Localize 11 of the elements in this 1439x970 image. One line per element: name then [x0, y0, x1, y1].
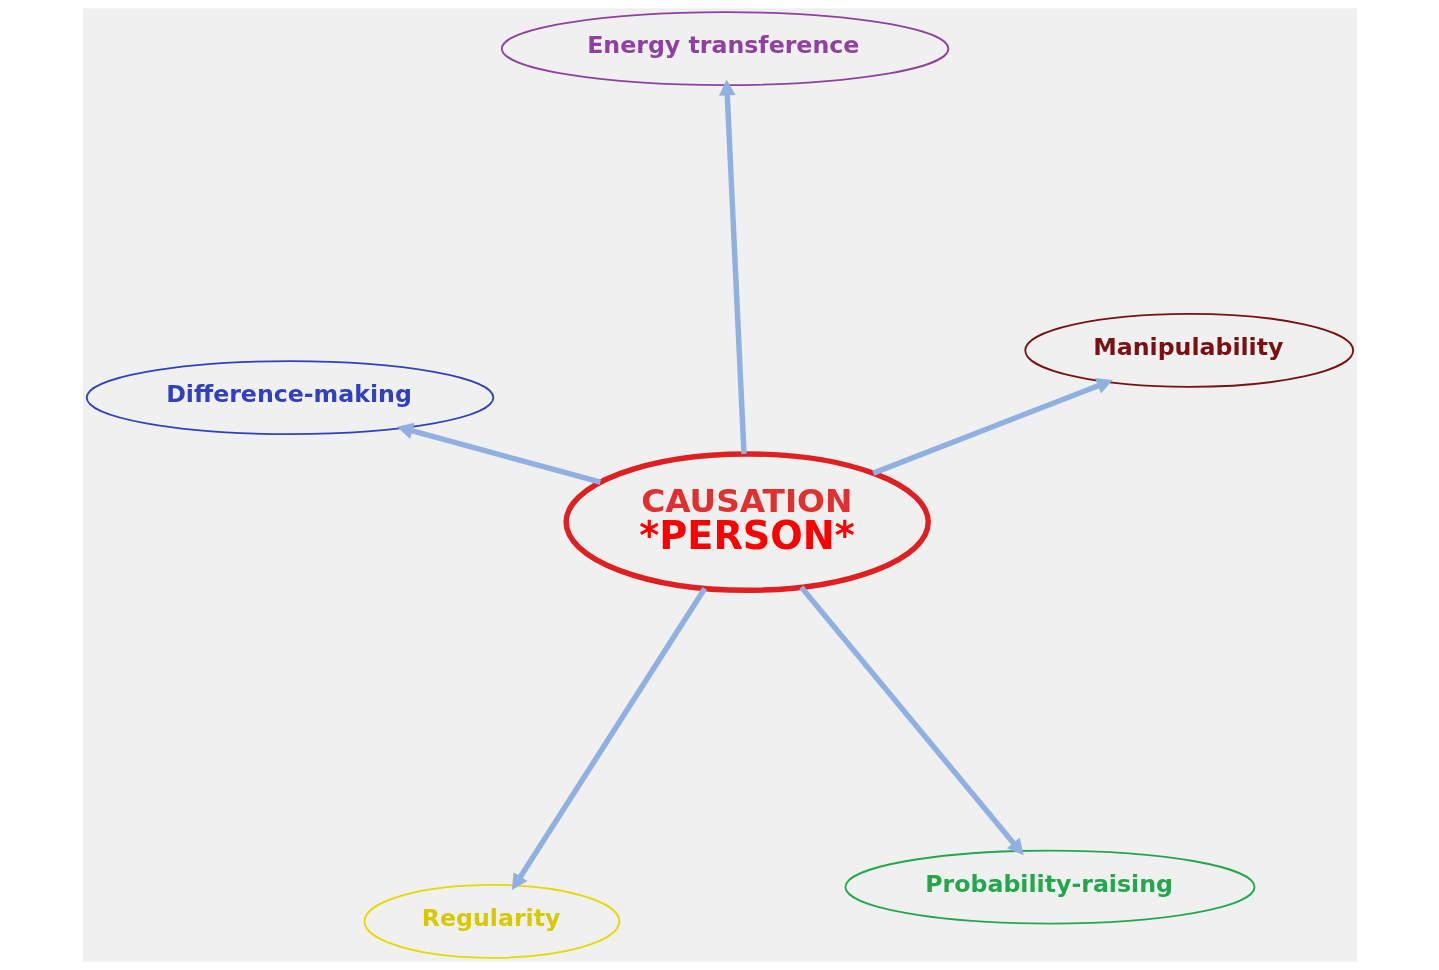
node-ellipse: Difference-making: [85, 360, 494, 436]
node-ellipse: Energy transference: [500, 11, 949, 87]
node-ellipse: Regularity: [363, 883, 620, 959]
node-ellipse: CAUSATION *PERSON*: [562, 451, 931, 594]
arrow: [798, 585, 1024, 856]
node-ellipse: Manipulability: [1023, 312, 1354, 388]
arrow: [718, 79, 747, 454]
arrow: [511, 587, 707, 890]
node-ellipse: Probability-raising: [844, 849, 1255, 925]
arrow: [396, 422, 601, 485]
arrow: [871, 378, 1113, 476]
